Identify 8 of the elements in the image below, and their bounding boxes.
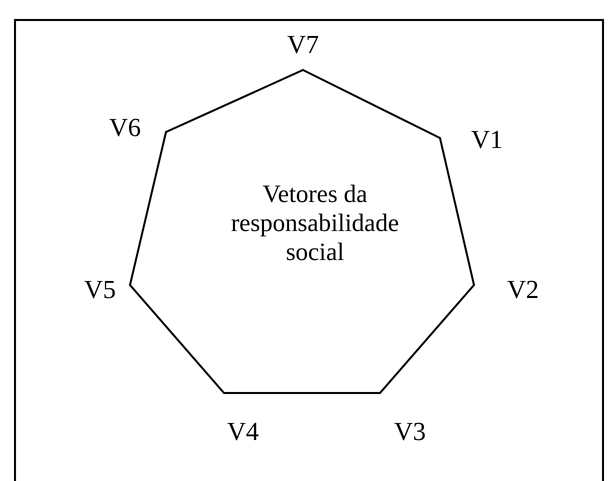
vertex-label: V6: [109, 115, 141, 141]
vertex-label: V5: [84, 277, 116, 303]
center-text: Vetores da responsabilidade social: [230, 180, 400, 267]
vertex-label: V1: [471, 127, 503, 153]
vertex-label: V3: [394, 419, 426, 445]
vertex-label: V2: [507, 277, 539, 303]
vertex-label: V4: [227, 419, 259, 445]
vertex-label: V7: [287, 32, 319, 58]
